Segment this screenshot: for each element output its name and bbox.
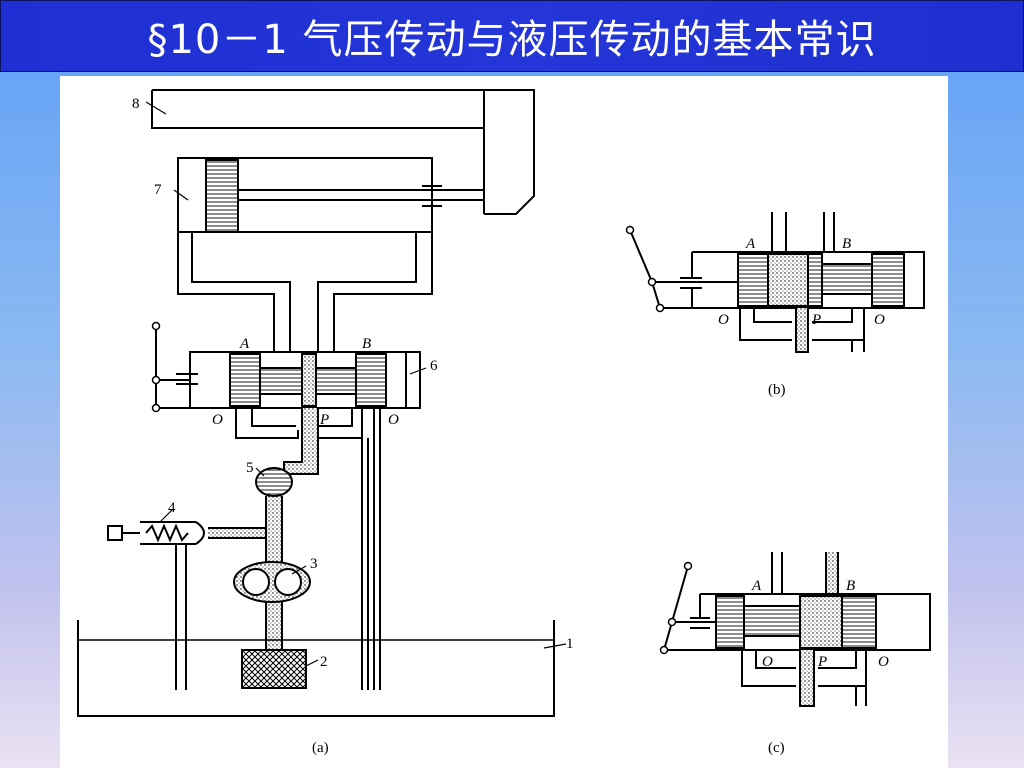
port-c-A: A: [751, 578, 762, 594]
port-b-O-right: O: [874, 312, 885, 328]
lever-end: [151, 403, 161, 413]
leader-lines-a: [145, 101, 567, 667]
port-b-O-left: O: [718, 312, 729, 328]
port-b-P: P: [811, 312, 821, 328]
port-c-O-left: O: [762, 654, 773, 670]
lever-b-knob: [625, 225, 635, 235]
lever-b-end: [655, 303, 665, 313]
caption-b: (b): [768, 382, 786, 398]
port-b-B: B: [842, 236, 851, 252]
lever-knob: [151, 321, 161, 331]
label-2: 2: [320, 654, 328, 670]
lever-b-pivot: [647, 277, 657, 287]
figure-panel: 8 7 6 5 4 3 2 1 A B O P O A B O P O A B …: [60, 76, 948, 768]
filter-5: [255, 467, 293, 497]
port-b-A: A: [745, 236, 756, 252]
port-a-P: P: [319, 412, 329, 428]
label-1: 1: [566, 636, 574, 652]
title-bar: §10－1 气压传动与液压传动的基本常识: [0, 0, 1024, 72]
label-3: 3: [310, 556, 318, 572]
figure-b: [629, 212, 925, 353]
relief-valve-4: [107, 521, 205, 690]
label-4: 4: [168, 500, 176, 516]
figure-c: [663, 552, 931, 707]
port-c-P: P: [817, 654, 827, 670]
label-6: 6: [430, 358, 438, 374]
cylinder-pipes: [177, 232, 433, 352]
label-8: 8: [132, 96, 140, 112]
oil-tank-1: [77, 620, 555, 717]
hydraulic-circuit-diagram: 8 7 6 5 4 3 2 1 A B O P O A B O P O A B …: [77, 89, 931, 756]
pump-3: [233, 561, 311, 603]
port-a-O-right: O: [388, 412, 399, 428]
lever-c-knob: [683, 561, 693, 571]
port-a-O-left: O: [212, 412, 223, 428]
lever-c-end: [659, 645, 669, 655]
pressure-line: [208, 408, 319, 651]
label-5: 5: [246, 460, 254, 476]
lever-c-pivot: [667, 617, 677, 627]
port-a-A: A: [239, 336, 250, 352]
port-c-B: B: [846, 578, 855, 594]
strainer-2: [241, 649, 307, 689]
cylinder-7: [177, 157, 484, 233]
caption-c: (c): [768, 740, 785, 756]
lever-pivot: [151, 375, 161, 385]
slide-title: §10－1 气压传动与液压传动的基本常识: [147, 17, 877, 63]
port-c-O-right: O: [878, 654, 889, 670]
port-a-B: B: [362, 336, 371, 352]
caption-a: (a): [312, 740, 329, 756]
return-lines: [235, 408, 381, 690]
label-7: 7: [154, 182, 162, 198]
directional-valve-6: [155, 326, 421, 409]
figure-a: [77, 89, 567, 717]
